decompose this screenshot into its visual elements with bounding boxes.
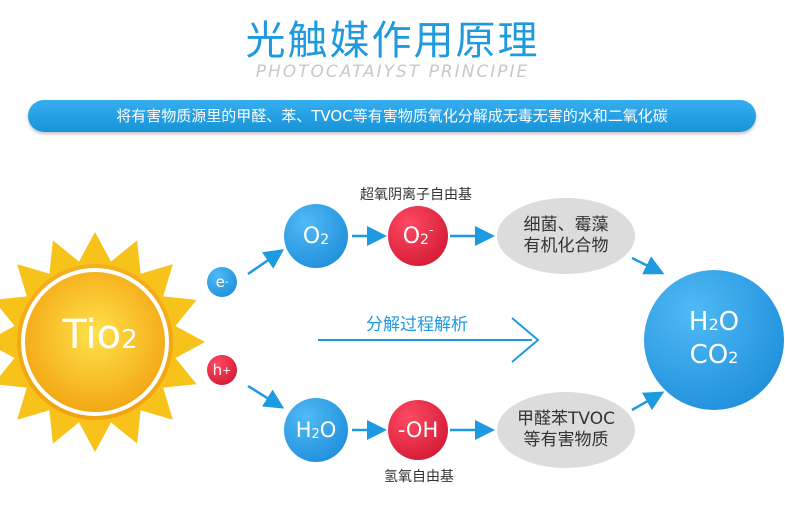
pollutant-node: 甲醛苯TVOC 等有害物质	[497, 392, 635, 468]
page-subtitle: PHOTOCATAIYST PRINCIPIE	[255, 62, 530, 82]
hole-node: h+	[207, 355, 237, 385]
hydroxyl-label: 氢氧自由基	[384, 469, 454, 485]
arrow-pollutant-to-product	[631, 391, 665, 412]
bacteria-node: 细菌、霉藻 有机化合物	[497, 198, 635, 274]
page-title: 光触媒作用原理	[245, 18, 540, 64]
arrow-bacteria-to-product	[631, 256, 665, 275]
process-arrow-head	[511, 317, 540, 363]
sun-icon	[0, 232, 205, 452]
description-banner: 将有害物质源里的甲醛、苯、TVOC等有害物质氧化分解成无毒无害的水和二氧化碳	[28, 100, 756, 132]
electron-node: e-	[207, 267, 237, 297]
arrow-hole-to-h2o	[247, 384, 285, 409]
tio2-label: Tio2	[62, 312, 138, 358]
product-node: H2O CO2	[644, 270, 784, 410]
arrow-electron-to-o2	[247, 249, 285, 276]
process-label: 分解过程解析	[366, 315, 468, 335]
hydroxyl-radical-node: -OH	[388, 400, 448, 460]
superoxide-label: 超氧阴离子自由基	[360, 187, 472, 203]
